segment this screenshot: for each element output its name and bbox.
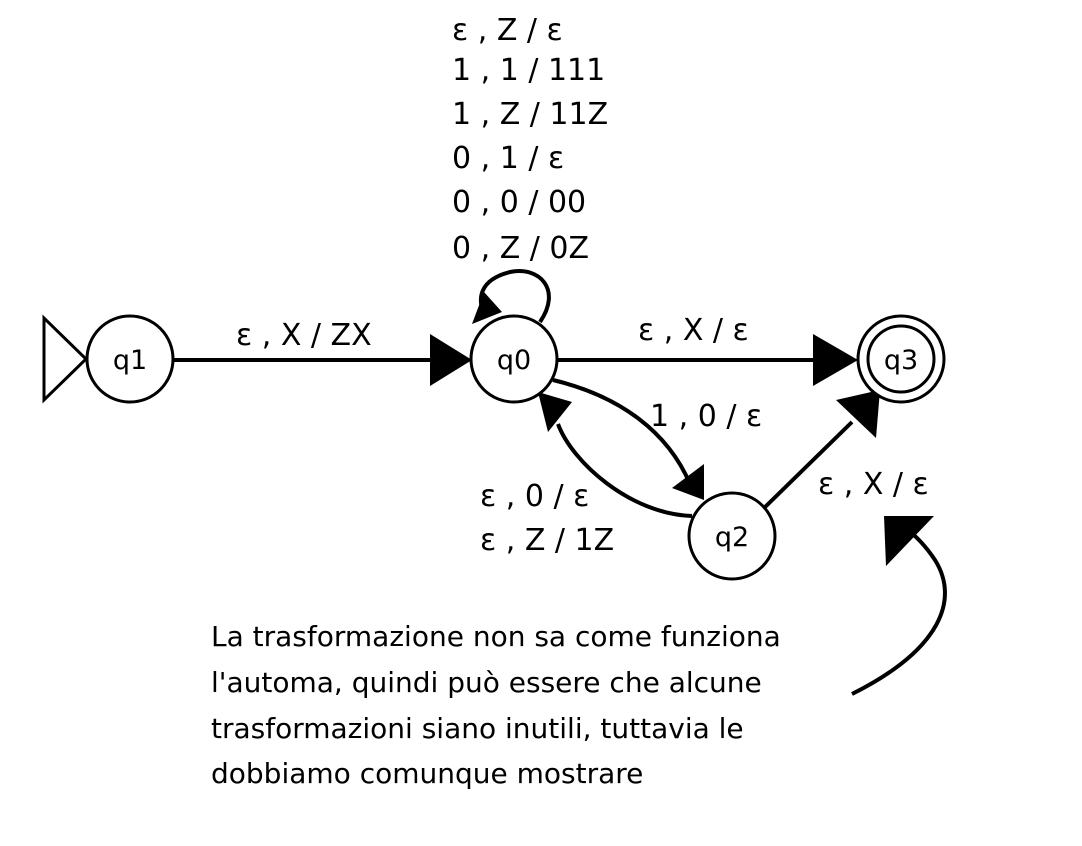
edge-q0-q2-label: 1 , 0 / ε bbox=[650, 399, 762, 434]
state-q0-label: q0 bbox=[497, 345, 531, 376]
state-q3: q3 bbox=[856, 314, 946, 404]
self-loop-q0 bbox=[478, 269, 551, 324]
arrowhead-q0-q2 bbox=[672, 464, 704, 500]
arrowhead-loop-q0 bbox=[472, 292, 502, 324]
loop-q0-label: 1 , 1 / 111 bbox=[452, 53, 605, 88]
edge-q2-q0 bbox=[556, 423, 693, 518]
loop-q0-label: 0 , 1 / ε bbox=[452, 141, 564, 176]
loop-q0-label: ε , Z / ε bbox=[452, 13, 563, 48]
arrowhead-q2-q3 bbox=[836, 390, 880, 438]
state-q1: q1 bbox=[85, 314, 175, 404]
state-q1-label: q1 bbox=[113, 345, 147, 376]
annotation-note: La trasformazione non sa come funziona l… bbox=[211, 620, 781, 790]
note-line: dobbiamo comunque mostrare bbox=[211, 757, 643, 790]
arrowhead-q2-q0 bbox=[538, 392, 572, 432]
loop-q0-label: 1 , Z / 11Z bbox=[452, 97, 608, 132]
edge-q2-q0-label: ε , Z / 1Z bbox=[480, 523, 614, 558]
state-q2-label: q2 bbox=[715, 522, 749, 553]
state-q3-label: q3 bbox=[884, 345, 918, 376]
state-q2: q2 bbox=[687, 491, 777, 581]
edge-q0-q2 bbox=[552, 378, 692, 485]
annotation-arrowhead bbox=[884, 516, 934, 566]
edge-q2-q3 bbox=[760, 420, 854, 512]
note-line: La trasformazione non sa come funziona bbox=[211, 620, 781, 653]
loop-q0-label: 0 , 0 / 00 bbox=[452, 185, 586, 220]
edge-q2-q0-label: ε , 0 / ε bbox=[480, 479, 589, 514]
edge-q0-q3-label: ε , X / ε bbox=[638, 313, 749, 348]
edge-q2-q3-label: ε , X / ε bbox=[818, 467, 929, 502]
annotation-arrow bbox=[851, 526, 947, 696]
edge-q1-q0-label: ε , X / ZX bbox=[236, 318, 372, 353]
arrowhead-q0-q3 bbox=[813, 334, 858, 386]
loop-q0-label: 0 , Z / 0Z bbox=[452, 231, 589, 266]
note-line: l'automa, quindi può essere che alcune bbox=[211, 666, 762, 699]
arrowhead-q1-q0 bbox=[430, 334, 472, 386]
note-line: trasformazioni siano inutili, tuttavia l… bbox=[211, 712, 744, 745]
loop-q0-labels: ε , Z / ε 1 , 1 / 111 1 , Z / 11Z 0 , 1 … bbox=[452, 13, 608, 266]
start-marker bbox=[42, 314, 89, 404]
state-q0: q0 bbox=[469, 314, 559, 404]
